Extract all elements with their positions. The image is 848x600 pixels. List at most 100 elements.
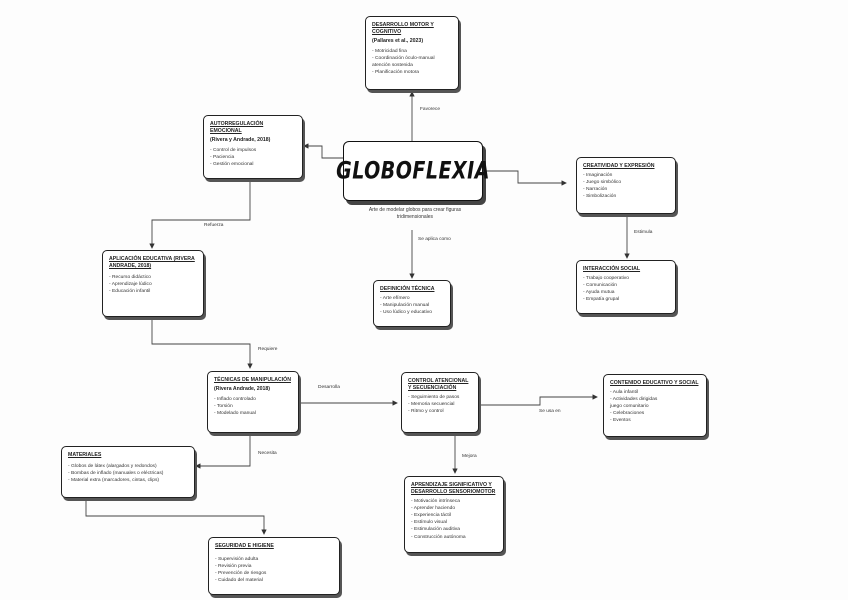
node-item-list: - Recurso didáctico - Aprendizaje lúdico… <box>109 274 197 295</box>
node-control-atencional[interactable]: CONTROL ATENCIONAL Y SECUENCIACIÓN - Seg… <box>401 372 479 433</box>
node-title: CONTENIDO EDUCATIVO Y SOCIAL <box>610 380 699 386</box>
list-item: juego comunitario <box>610 404 649 410</box>
node-contenido-educativo[interactable]: CONTENIDO EDUCATIVO Y SOCIAL - Aula infa… <box>603 374 707 437</box>
node-title: TÉCNICAS DE MANIPULACIÓN <box>214 377 291 383</box>
node-item-list: - Seguimiento de pasos - Memoria secuenc… <box>408 394 472 415</box>
list-item: - Motricidad fina <box>372 48 407 54</box>
list-item: - Uso lúdico y educativo <box>380 310 432 316</box>
node-seguridad-higiene[interactable]: SEGURIDAD E HIGIENE - Supervisión adulta… <box>208 537 340 595</box>
edge-aplicacion-tecnicas <box>151 317 253 369</box>
list-item: - Estimulación auditiva <box>411 527 460 533</box>
node-citation: (Pallares et al., 2023) <box>372 38 424 45</box>
node-item-list: - Control de impulsos - Paciencia - Gest… <box>210 147 296 168</box>
edge-materiales-seguridad <box>85 498 267 535</box>
list-item: - Modelado manual <box>214 410 256 416</box>
list-item: - Imaginación <box>583 173 613 179</box>
edge-control-contenido <box>478 394 598 406</box>
node-title: APRENDIZAJE SIGNIFICATIVO Y DESARROLLO S… <box>411 482 496 496</box>
central-title: GLOBOFLEXIA <box>336 157 490 185</box>
list-item: - Empatía grupal <box>583 297 620 303</box>
list-item: - Bombas de inflado (manuales o eléctric… <box>68 471 164 477</box>
list-item: - Simbolización <box>583 194 617 200</box>
node-title: CONTROL ATENCIONAL Y SECUENCIACIÓN <box>408 378 469 392</box>
list-item: - Ritmo y control <box>408 409 444 415</box>
list-item: - Paciencia <box>210 154 235 160</box>
node-desarrollo-motor[interactable]: DESARROLLO MOTOR Y COGNITIVO (Pallares e… <box>365 16 459 90</box>
list-item: - Juego simbólico <box>583 180 622 186</box>
list-item: - Motivación intrínseca <box>411 499 460 505</box>
list-item: - Actividades dirigidas <box>610 397 658 403</box>
node-citation: (Rivera Andrade, 2018) <box>214 386 271 393</box>
list-item: - Revisión previa <box>215 564 252 570</box>
edge-label-favorece: Favorece <box>420 107 440 112</box>
list-item: - Aprendizaje lúdico <box>109 282 152 288</box>
list-item: atención sostenida <box>372 63 413 68</box>
list-item: - Aula infantil <box>610 390 639 396</box>
central-subtitle: Arte de modelar globos para crear figura… <box>368 207 462 220</box>
node-tecnicas-manipulacion[interactable]: TÉCNICAS DE MANIPULACIÓN (Rivera Andrade… <box>207 371 299 433</box>
node-title: CREATIVIDAD Y EXPRESIÓN <box>583 163 655 169</box>
node-title: APLICACIÓN EDUCATIVA (Rivera Andrade, 20… <box>109 256 195 270</box>
edge-label-mejora: Mejora <box>462 454 477 459</box>
edge-label-requiere: Requiere <box>258 347 278 352</box>
node-title: DEFINICIÓN TÉCNICA <box>380 286 435 292</box>
list-item: - Torsión <box>214 403 233 409</box>
edge-center-creatividad <box>481 170 567 186</box>
list-item: - Inflado controlado <box>214 396 256 402</box>
node-title: INTERACCIÓN SOCIAL <box>583 266 641 272</box>
list-item: - Planificación motora <box>372 70 420 76</box>
list-item: - Arte efímero <box>380 296 410 302</box>
node-aplicacion-educativa[interactable]: APLICACIÓN EDUCATIVA (Rivera Andrade, 20… <box>102 250 204 317</box>
edge-label-refuerza: Refuerza <box>204 223 224 228</box>
node-item-list: - Imaginación - Juego simbólico - Narrac… <box>583 172 669 200</box>
edge-label-se-aplica: Se aplica como <box>418 237 451 242</box>
list-item: - Narración <box>583 187 608 193</box>
list-item: - Supervisión adulta <box>215 557 259 563</box>
node-item-list: - Globos de látex (alargados y redondos)… <box>68 463 188 484</box>
node-materiales[interactable]: MATERIALES - Globos de látex (alargados … <box>61 446 195 498</box>
edge-center-autorregulacion <box>303 143 343 159</box>
node-item-list: - Motivación intrínseca - Aprender hacie… <box>411 498 497 541</box>
list-item: - Material extra (marcadores, cintas, cl… <box>68 478 160 484</box>
node-definicion-tecnica[interactable]: DEFINICIÓN TÉCNICA - Arte efímero - Mani… <box>373 280 451 327</box>
list-item: - Cuidado del material <box>215 578 263 584</box>
edge-label-se-usa: Se usa en <box>539 409 561 414</box>
node-item-list: - Arte efímero - Manipulación manual - U… <box>380 295 444 316</box>
list-item: - Prevención de riesgos <box>215 571 267 577</box>
node-creatividad[interactable]: CREATIVIDAD Y EXPRESIÓN - Imaginación - … <box>576 157 676 214</box>
list-item: - Estímulo visual <box>411 520 447 526</box>
list-item: - Coordinación óculo-manual <box>372 55 435 61</box>
list-item: - Ayuda mutua <box>583 290 615 296</box>
central-node[interactable]: GLOBOFLEXIA <box>336 141 489 201</box>
node-title: SEGURIDAD E HIGIENE <box>215 543 274 549</box>
list-item: - Construcción autónoma <box>411 534 466 540</box>
node-title: MATERIALES <box>68 452 102 458</box>
edge-label-necesita: Necesita <box>258 451 277 456</box>
list-item: - Seguimiento de pasos <box>408 395 460 401</box>
node-item-list: - Trabajo cooperativo - Comunicación - A… <box>583 275 669 303</box>
list-item: - Globos de látex (alargados y redondos) <box>68 464 157 470</box>
node-title: AUTORREGULACIÓN EMOCIONAL <box>210 121 264 135</box>
list-item: - Educación infantil <box>109 289 151 295</box>
list-item: - Comunicación <box>583 283 617 289</box>
list-item: - Memoria secuencial <box>408 402 455 408</box>
node-interaccion-social[interactable]: INTERACCIÓN SOCIAL - Trabajo cooperativo… <box>576 260 676 314</box>
node-aprendizaje-significativo[interactable]: APRENDIZAJE SIGNIFICATIVO Y DESARROLLO S… <box>404 476 504 553</box>
list-item: - Celebraciones <box>610 411 645 417</box>
list-item: - Eventos <box>610 418 631 424</box>
node-citation: (Rivera y Andrade, 2018) <box>210 137 271 144</box>
list-item: - Control de impulsos <box>210 147 257 153</box>
list-item: - Gestión emocional <box>210 162 254 167</box>
list-item: - Experiencia táctil <box>411 513 451 519</box>
node-title: DESARROLLO MOTOR Y COGNITIVO <box>372 22 434 36</box>
edge-label-desarrolla: Desarrolla <box>318 385 340 390</box>
edge-label-estimula: Estimula <box>634 230 653 235</box>
node-autorregulacion[interactable]: AUTORREGULACIÓN EMOCIONAL (Rivera y Andr… <box>203 115 303 179</box>
list-item: - Trabajo cooperativo <box>583 276 629 282</box>
edge-tecnicas-materiales <box>195 433 251 469</box>
list-item: - Recurso didáctico <box>109 275 151 281</box>
list-item: - Aprender haciendo <box>411 506 456 512</box>
node-item-list: - Inflado controlado - Torsión - Modelad… <box>214 396 292 417</box>
